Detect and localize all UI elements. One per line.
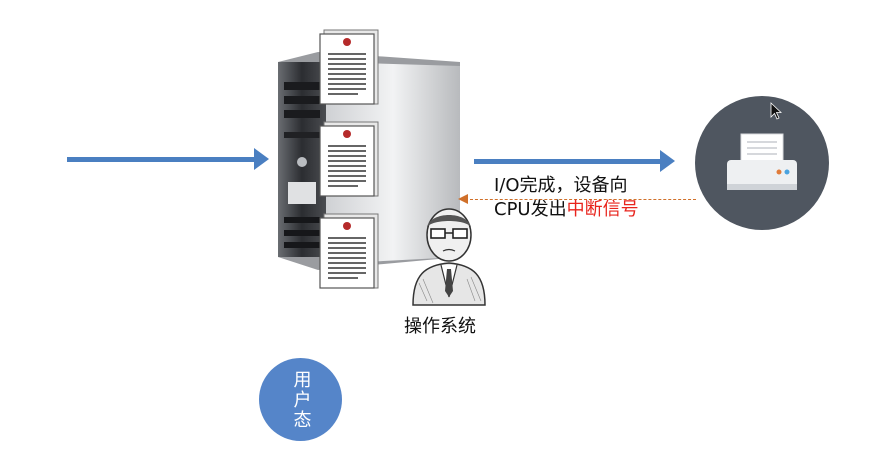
- document-icon: [318, 120, 382, 198]
- message-line-1: I/O完成，设备向: [494, 175, 628, 196]
- interrupt-message: I/O完成，设备向 CPU发出中断信号: [494, 174, 639, 222]
- message-line-2: CPU发出中断信号: [494, 198, 639, 222]
- user-mode-label: 用户态: [290, 369, 312, 430]
- cursor-icon: [770, 102, 783, 120]
- os-label: 操作系统: [404, 316, 476, 337]
- user-mode-badge: 用户态: [259, 358, 342, 441]
- interrupt-signal-text: 中断信号: [566, 199, 639, 220]
- document-icon: [318, 212, 382, 290]
- printer-icon: [695, 96, 829, 230]
- message-cpu-text: CPU发出: [494, 199, 567, 220]
- document-icon: [318, 28, 382, 106]
- person-icon: [405, 205, 493, 310]
